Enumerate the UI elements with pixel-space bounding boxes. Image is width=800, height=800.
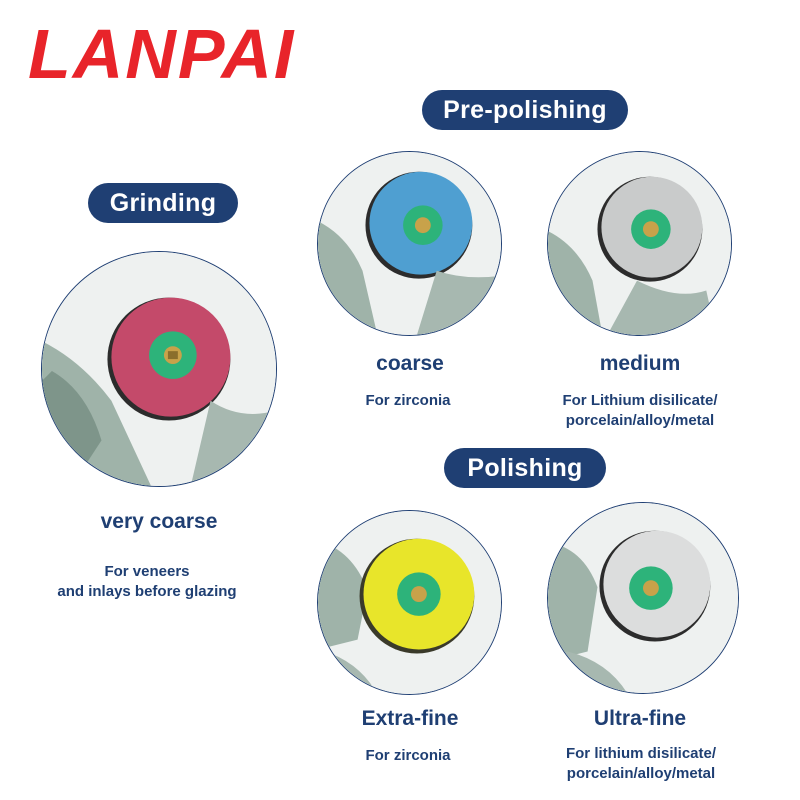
medium-description: For Lithium disilicate/ porcelain/alloy/… xyxy=(530,391,750,431)
ultra-fine-desc-line-1: For lithium disilicate/ xyxy=(565,745,717,762)
medium-grade: medium xyxy=(599,352,681,375)
grinding-label: Grinding xyxy=(88,183,238,223)
coarse-grade: coarse xyxy=(376,352,444,375)
medium-desc-line-1: For Lithium disilicate/ xyxy=(562,392,718,409)
ultra-fine-grade: Ultra-fine xyxy=(593,707,687,730)
extra-fine-disc-image xyxy=(317,510,502,695)
very-coarse-desc-line-1: For veneers xyxy=(104,563,190,580)
extra-fine-desc-line-1: For zirconia xyxy=(365,747,451,764)
coarse-desc-line-1: For zirconia xyxy=(365,392,451,409)
ultra-fine-description: For lithium disilicate/ porcelain/alloy/… xyxy=(530,744,752,784)
extra-fine-grade: Extra-fine xyxy=(361,707,459,730)
very-coarse-desc-line-2: and inlays before glazing xyxy=(57,583,237,600)
very-coarse-description: For veneers and inlays before glazing xyxy=(20,562,274,602)
coarse-description: For zirconia xyxy=(318,391,498,411)
logo-text: LANPAI xyxy=(28,22,295,84)
polishing-label: Polishing xyxy=(444,448,606,488)
ultra-fine-desc-line-2: porcelain/alloy/metal xyxy=(566,765,716,782)
pre-polishing-label: Pre-polishing xyxy=(422,90,628,130)
coarse-disc-image xyxy=(317,151,502,336)
medium-disc-image xyxy=(547,151,732,336)
medium-desc-line-2: porcelain/alloy/metal xyxy=(565,412,715,429)
very-coarse-disc-image xyxy=(41,251,277,487)
extra-fine-description: For zirconia xyxy=(318,746,498,766)
lanpai-logo: LANPAI xyxy=(28,22,295,84)
very-coarse-grade: very coarse xyxy=(100,510,218,533)
ultra-fine-disc-image xyxy=(547,502,739,694)
